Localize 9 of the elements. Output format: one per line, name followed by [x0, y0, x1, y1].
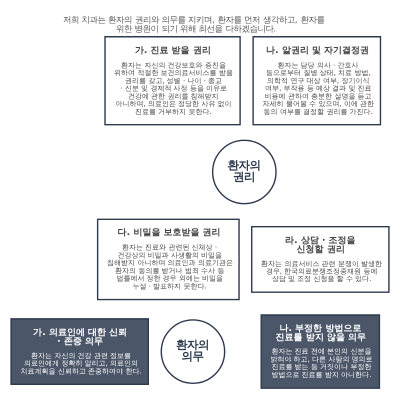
- node-box: 나. 알권리 및 자기결정권 환자는 담당 의사 · 간호사 등으로부터 질병 상태, 치료 방법, 의학적 연구 대상 여부, 장기이식 여부, 부작용 등 예상 결과 및 진료 비용에 관하여 충분한 설명을 듣고 자세히 물어볼 수 있으며, 이에 관한 동의 여부를 결정할 권리를 가진다.: [252, 36, 382, 125]
- node-circle: 환자의 권리: [212, 139, 277, 204]
- diagram-title: 저희 치과는 환자의 권리와 의무를 지키며, 환자를 먼저 생각하고, 환자를 위한 병원이 되기 위해 최선을 다하겠습니다.: [62, 14, 324, 34]
- node-box: 다. 비밀을 보호받을 권리 환자는 진료와 관련된 신체상 · 건강상의 비밀과 사생활의 비밀을 침해받지 아니하며 의료인과 의료기관은 환자의 동의를 받거나 범죄 수사 등 법률에서 정한 경우 외에는 비밀을 누설 · 발표하지 못한다.: [96, 218, 240, 300]
- node-box: 가. 의료인에 대한 신뢰 · 존중 의무 환자는 자신의 건강 관련 정보를 의료인에게 정확히 알리고, 의료인의 치료계획을 신뢰하고 존중하여야 한다.: [10, 318, 149, 385]
- node-box: 라. 상담 · 조정을 신청할 권리 환자는 의료서비스 관련 분쟁이 발생한 경우, 한국의료분쟁조정중재원 등에 상담 및 조정 신청을 할 수 있다.: [251, 226, 390, 292]
- node-box: 나. 부정한 방법으로 진료를 받지 않을 의무 환자는 진료 전에 본인의 신분을 밝혀야 하고, 다른 사람의 명의로 진료를 받는 등 거짓이나 부정한 방법으로 진료를 받지 아니한다.: [260, 314, 380, 388]
- node-circle: 환자의 의무: [160, 318, 226, 384]
- node-box: 가. 진료 받을 권리 환자는 자신의 건강보호와 증진을 위하여 적절한 보건의료서비스를 받을 권리를 갖고, 성별 · 나이 · 종교 · 신분 및 경제적 사정 등을 이유로 건강에 관한 권리를 침해받지 아니하며, 의료인은 정당한 사유 없이 진료를 거부하지 못한다.: [104, 36, 241, 125]
